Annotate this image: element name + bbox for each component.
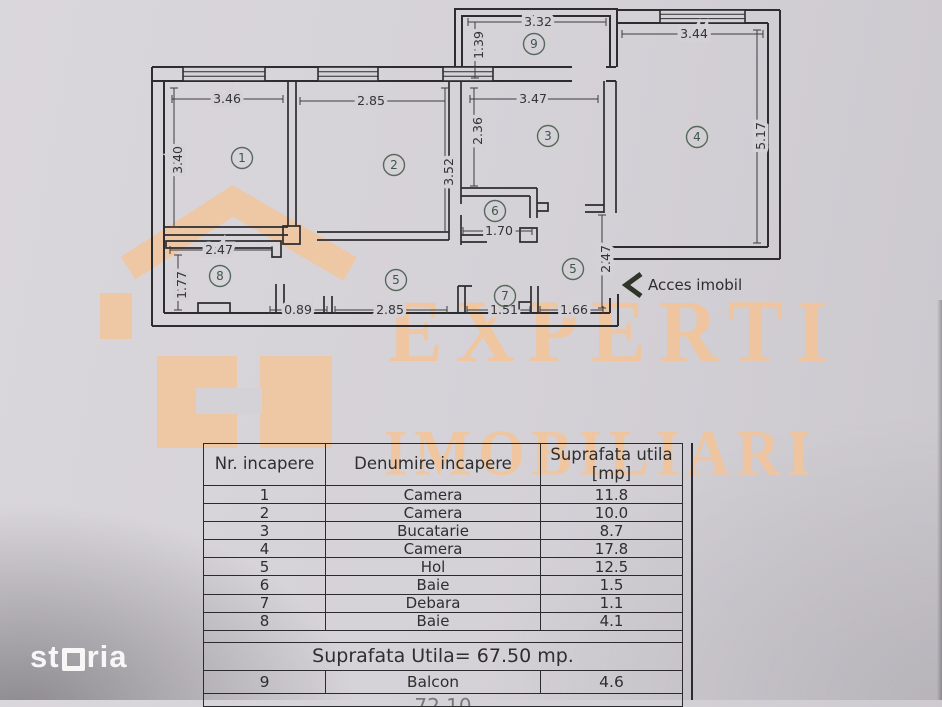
cell-denumire: Camera	[326, 504, 541, 522]
dimension-labels: 3.46 2.85 3.47 3.44 3.32 2.47 1.70 0.89 …	[167, 11, 772, 321]
room-number: 6	[491, 204, 499, 218]
cell-suprafata: 10.0	[594, 504, 629, 522]
table-row: 8 Baie 4.1	[204, 612, 682, 631]
cell-denumire: Camera	[326, 486, 541, 504]
cell-nr: 5	[204, 558, 326, 576]
cell-nr: 7	[204, 594, 326, 612]
room-number: 5	[569, 262, 577, 276]
dim-label: 2.47	[598, 245, 613, 273]
dim-label: 2.36	[470, 117, 485, 145]
room-number: 2	[390, 158, 398, 172]
dim-label: 1.77	[174, 271, 189, 299]
cell-denumire: Baie	[326, 612, 541, 630]
dim-label: 2.85	[357, 93, 385, 108]
storia-logo-part1: st	[30, 639, 60, 674]
access-arrow-icon	[621, 271, 643, 299]
dim-label: 2.85	[376, 302, 404, 317]
cell-suprafata: 11.8	[594, 486, 629, 504]
header-suprafata-line2: [mp]	[591, 463, 632, 483]
dim-label: 3.52	[441, 158, 456, 186]
cell-suprafata: 1.1	[599, 594, 624, 612]
dim-label: 5.17	[753, 122, 768, 150]
dimension-lines	[169, 18, 764, 314]
cell-denumire: Bucatarie	[326, 522, 541, 540]
interior-walls	[164, 81, 617, 313]
cell-denumire: Baie	[326, 576, 541, 594]
room-number: 4	[693, 130, 701, 144]
table-row: 7 Debara 1.1	[204, 594, 682, 613]
dim-label: 3.40	[170, 146, 185, 174]
table-row: 3 Bucatarie 8.7	[204, 522, 682, 541]
room-number: 5	[392, 273, 400, 287]
room-number: 3	[544, 129, 552, 143]
cell-suprafata: 4.6	[599, 672, 624, 691]
cell-suprafata: 4.1	[599, 612, 624, 630]
table-row: 6 Baie 1.5	[204, 576, 682, 595]
cell-denumire: Camera	[326, 540, 541, 558]
cell-suprafata: 17.8	[594, 540, 629, 558]
window-hatches	[182, 9, 746, 82]
cell-nr: 4	[204, 540, 326, 558]
dim-label: 2.47	[205, 242, 233, 257]
table-row: 5 Hol 12.5	[204, 558, 682, 577]
cell-nr: 6	[204, 576, 326, 594]
cell-denumire: Hol	[326, 558, 541, 576]
cell-denumire: Balcon	[326, 670, 541, 693]
dim-label: 3.46	[213, 91, 241, 106]
room-number: 1	[238, 151, 246, 165]
cell-nr: 1	[204, 486, 326, 504]
dim-label: 3.44	[680, 26, 708, 41]
room-number-badges: 1 2 3 4 5 5 6 7 8 9	[208, 32, 709, 308]
dim-label: 0.89	[284, 302, 312, 317]
cell-nr: 3	[204, 522, 326, 540]
rooms-table: Nr. incapere Denumire incapere Suprafata…	[203, 443, 683, 707]
balcony-row: 9 Balcon 4.6	[204, 670, 682, 694]
watermark-text-experti: EXPERTI	[388, 282, 841, 381]
header-suprafata: Suprafata utila [mp]	[541, 444, 682, 485]
dim-label: 1.51	[490, 302, 518, 317]
total-row: Suprafata Utila= 67.50 mp.	[204, 643, 682, 671]
cell-nr: 9	[204, 670, 326, 693]
room-number: 7	[501, 289, 509, 303]
cell-nr: 8	[204, 612, 326, 630]
table-header-row: Nr. incapere Denumire incapere Suprafata…	[204, 444, 682, 486]
dim-label: 3.32	[524, 14, 552, 29]
table-row: 1 Camera 11.8	[204, 486, 682, 505]
storia-logo: st ria	[30, 639, 128, 675]
storia-logo-part2: ria	[86, 639, 128, 674]
cell-denumire: Debara	[326, 594, 541, 612]
dim-label: 3.47	[519, 91, 547, 106]
access-label: Acces imobil	[648, 276, 742, 294]
photo-edge-shadow	[937, 300, 942, 700]
table-row: 2 Camera 10.0	[204, 504, 682, 523]
header-denumire: Denumire incapere	[326, 444, 541, 485]
dim-label: 1.70	[485, 223, 513, 238]
dim-label: 1.66	[560, 302, 588, 317]
dim-label: 1.39	[471, 31, 486, 59]
cell-suprafata: 1.5	[599, 576, 624, 594]
table-gap-row	[204, 631, 682, 643]
cell-nr: 2	[204, 504, 326, 522]
header-suprafata-line1: Suprafata utila	[550, 445, 673, 465]
cell-suprafata: 8.7	[599, 522, 624, 540]
table-row: 4 Camera 17.8	[204, 540, 682, 559]
room-number: 8	[216, 269, 224, 283]
cell-suprafata: 12.5	[594, 558, 629, 576]
storia-square-o-icon	[61, 647, 85, 671]
room-number: 9	[530, 37, 538, 51]
watermark-text-imobiliari: IMOBILIARI	[384, 417, 818, 489]
table-outer-right-border	[691, 443, 693, 700]
header-nr-incapere: Nr. incapere	[204, 444, 326, 485]
